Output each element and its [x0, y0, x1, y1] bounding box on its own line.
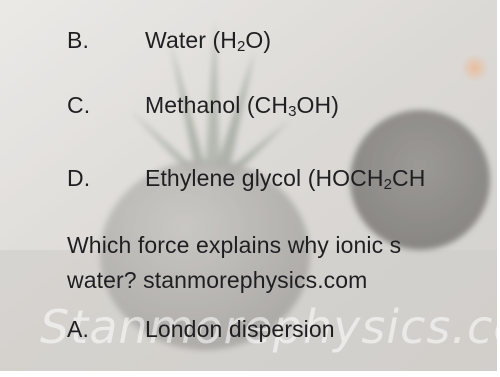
option-text: London dispersion [145, 316, 335, 342]
option-letter: D. [67, 165, 91, 191]
option-letter: A. [67, 316, 89, 342]
question-line-2: water? stanmorephysics.com [67, 267, 368, 293]
option-text: Methanol (CH3OH) [145, 92, 340, 120]
right-border [497, 0, 500, 377]
option-text: Ethylene glycol (HOCH2CH [145, 165, 426, 193]
option-letter: B. [67, 27, 89, 53]
option-text: Water (H2O) [145, 27, 272, 55]
question-line-1: Which force explains why ionic s [67, 232, 402, 258]
bottom-border [0, 371, 500, 377]
option-letter: C. [67, 92, 91, 118]
watermark: Stanmorephysics.com [40, 300, 500, 354]
